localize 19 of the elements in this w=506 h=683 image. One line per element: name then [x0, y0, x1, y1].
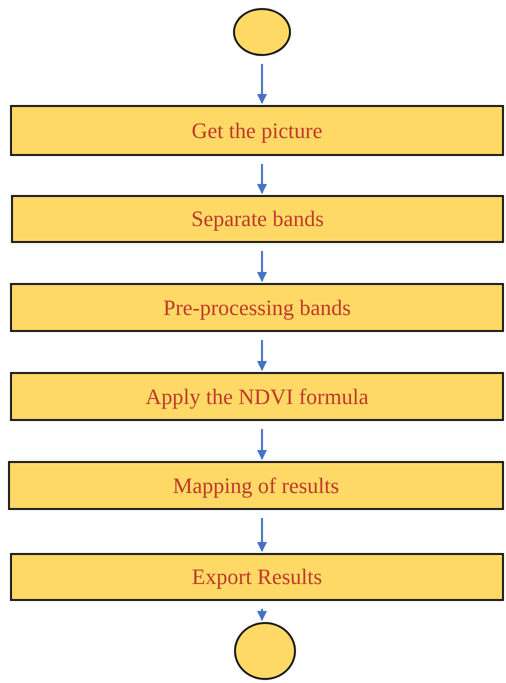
step-text: Export Results — [192, 563, 322, 591]
step-text: Separate bands — [191, 205, 324, 233]
process-box — [8, 461, 504, 510]
arrow — [257, 429, 267, 460]
arrow — [257, 64, 267, 104]
process-box — [10, 283, 504, 332]
step-text: Pre-processing bands — [163, 294, 351, 322]
process-box — [10, 372, 504, 421]
process-box — [10, 105, 504, 156]
arrow — [257, 251, 267, 282]
arrow — [257, 609, 267, 621]
arrow — [257, 518, 267, 552]
step-text: Mapping of results — [172, 472, 340, 500]
step-text: Apply the NDVI formula — [145, 382, 368, 410]
process-box — [11, 195, 504, 243]
arrow — [257, 340, 267, 371]
process-box — [10, 553, 504, 601]
step-text: Get the picture — [192, 116, 322, 144]
arrow — [257, 164, 267, 194]
